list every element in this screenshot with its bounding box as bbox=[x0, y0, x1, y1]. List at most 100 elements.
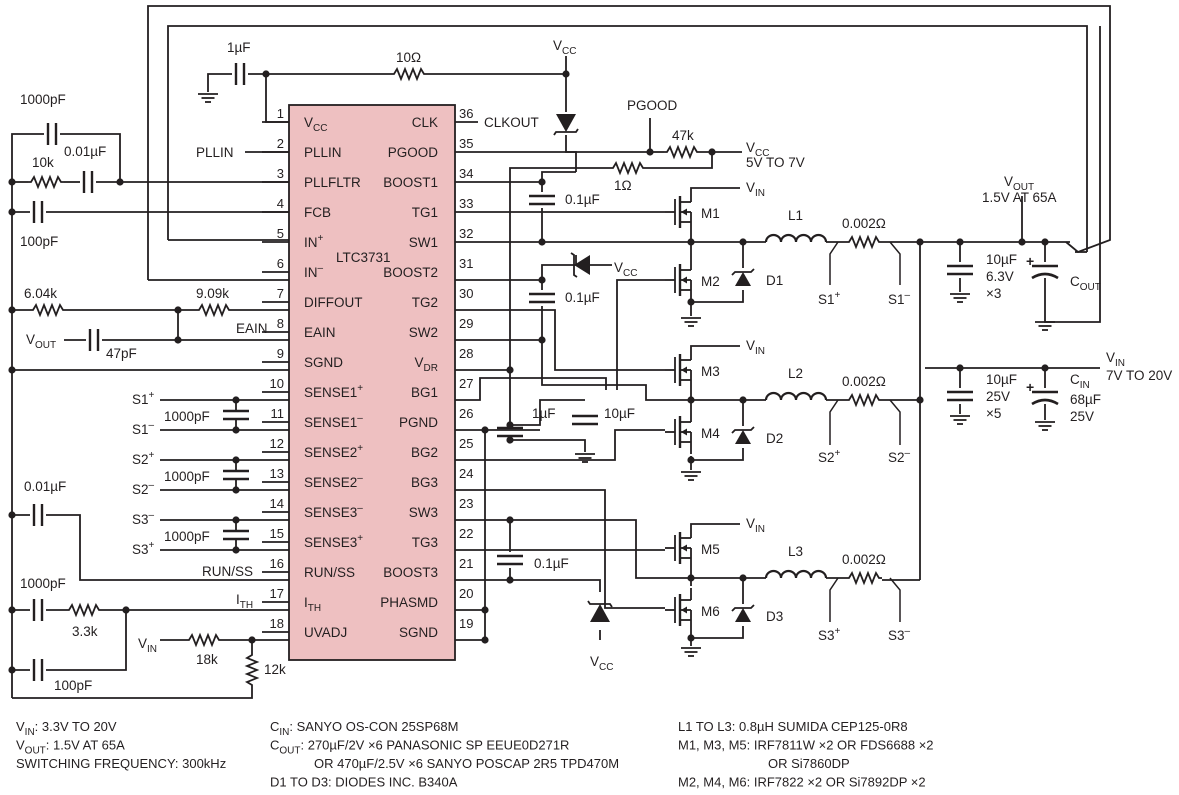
pin-number-30: 30 bbox=[459, 286, 473, 301]
label-vin-spec: 7V TO 20V bbox=[1106, 368, 1172, 383]
vcc-diode-2 bbox=[570, 252, 590, 278]
pin-number-4: 4 bbox=[277, 196, 284, 211]
label-s1m: S1– bbox=[132, 420, 155, 437]
pin-name-20: PHASMD bbox=[380, 595, 438, 610]
pin-number-5: 5 bbox=[277, 226, 284, 241]
label-l1: L1 bbox=[788, 208, 803, 223]
pin-name-29: SW2 bbox=[409, 325, 438, 340]
pin-name-13: SENSE2– bbox=[304, 473, 363, 490]
ic-right-pins: 36CLK35PGOOD34BOOST133TG132SW131BOOST230… bbox=[380, 106, 473, 640]
label-s2m: S2– bbox=[132, 480, 155, 497]
note-col1-line-0: VIN: 3.3V TO 20V bbox=[16, 719, 117, 738]
label-r-33k: 3.3k bbox=[72, 624, 98, 639]
label-s1p: S1+ bbox=[132, 390, 155, 407]
label-vcc-supply: VCC bbox=[746, 140, 769, 159]
label-r-18k: 18k bbox=[196, 652, 218, 667]
label-vin-m3: VIN bbox=[746, 338, 765, 357]
note-col2-line-1: COUT: 270µF/2V ×6 PANASONIC SP EEUE0D271… bbox=[270, 738, 569, 757]
label-r-12k: 12k bbox=[264, 662, 286, 677]
pin-name-9: SGND bbox=[304, 355, 343, 370]
pin-name-15: SENSE3+ bbox=[304, 533, 363, 550]
label-c-vcc-bypass: 1µF bbox=[227, 40, 251, 55]
pin-number-6: 6 bbox=[277, 256, 284, 271]
label-s2p-out: S2+ bbox=[818, 448, 841, 465]
label-clkout: CLKOUT bbox=[484, 115, 539, 130]
label-c-out-ceramic-0: 10µF bbox=[986, 252, 1017, 267]
label-c-in-ceramic-2: ×5 bbox=[986, 406, 1001, 421]
label-c-boost1: 0.1µF bbox=[565, 192, 600, 207]
pin-name-8: EAIN bbox=[304, 325, 336, 340]
pin-name-14: SENSE3– bbox=[304, 503, 363, 520]
label-d1: D1 bbox=[766, 273, 783, 288]
pin-name-32: SW1 bbox=[409, 235, 438, 250]
label-c-1uf-vdr: 1µF bbox=[532, 406, 556, 421]
label-c-001uf-top: 0.01µF bbox=[64, 144, 106, 159]
pin-number-16: 16 bbox=[270, 556, 284, 571]
label-r-sense1: 0.002Ω bbox=[842, 216, 886, 231]
label-c-out-ceramic-1: 6.3V bbox=[986, 269, 1014, 284]
ic-left-pins: 1VCC2PLLIN3PLLFLTR4FCB5IN+6IN–7DIFFOUT8E… bbox=[262, 106, 363, 640]
pin-number-31: 31 bbox=[459, 256, 473, 271]
label-r-604k: 6.04k bbox=[24, 286, 57, 301]
label-m1: M1 bbox=[701, 206, 720, 221]
label-c-in-ceramic-0: 10µF bbox=[986, 372, 1017, 387]
label-vin-m1: VIN bbox=[746, 180, 765, 199]
label-vin-out: VIN bbox=[1106, 350, 1125, 369]
pin-name-4: FCB bbox=[304, 205, 331, 220]
pin-number-11: 11 bbox=[271, 406, 285, 421]
label-c-in-ceramic-1: 25V bbox=[986, 389, 1010, 404]
label-s3p: S3+ bbox=[132, 540, 155, 557]
pin-number-21: 21 bbox=[459, 556, 473, 571]
pin-number-35: 35 bbox=[459, 136, 473, 151]
junctions bbox=[8, 70, 1049, 674]
pin-name-36: CLK bbox=[412, 115, 438, 130]
pin-number-32: 32 bbox=[459, 226, 473, 241]
svg-text:+: + bbox=[1026, 379, 1034, 395]
pin-name-6: IN– bbox=[304, 263, 324, 280]
pin-number-14: 14 bbox=[270, 496, 284, 511]
pin-number-23: 23 bbox=[459, 496, 473, 511]
label-vin-left: VIN bbox=[138, 636, 157, 655]
pin-name-24: BG3 bbox=[411, 475, 438, 490]
pin-name-28: VDR bbox=[415, 355, 438, 374]
note-col3-line-0: L1 TO L3: 0.8µH SUMIDA CEP125-0R8 bbox=[678, 719, 908, 734]
pin-number-20: 20 bbox=[459, 586, 473, 601]
pin-name-16: RUN/SS bbox=[304, 565, 355, 580]
label-m4: M4 bbox=[701, 426, 720, 441]
label-l3: L3 bbox=[788, 544, 803, 559]
label-s1p-out: S1+ bbox=[818, 290, 841, 307]
label-s1m-out: S1– bbox=[888, 290, 911, 307]
label-m2: M2 bbox=[701, 274, 720, 289]
label-cin: CIN bbox=[1070, 372, 1090, 391]
label-c-sense2: 1000pF bbox=[164, 469, 210, 484]
pin-number-29: 29 bbox=[459, 316, 473, 331]
pin-number-33: 33 bbox=[459, 196, 473, 211]
label-c-sense1: 1000pF bbox=[164, 409, 210, 424]
label-vcc-top: VCC bbox=[553, 38, 576, 57]
pin-number-25: 25 bbox=[459, 436, 473, 451]
pin-number-27: 27 bbox=[459, 376, 473, 391]
label-c-boost2: 0.1µF bbox=[565, 290, 600, 305]
pin-name-31: BOOST2 bbox=[383, 265, 438, 280]
label-vout-out: VOUT bbox=[1004, 174, 1034, 193]
label-cout: COUT bbox=[1070, 274, 1101, 293]
pin-name-12: SENSE2+ bbox=[304, 443, 363, 460]
label-r-vcc: 10Ω bbox=[396, 50, 421, 65]
label-m3: M3 bbox=[701, 364, 720, 379]
svg-text:+: + bbox=[1026, 253, 1034, 269]
label-r-909k: 9.09k bbox=[196, 286, 229, 301]
pin-name-5: IN+ bbox=[304, 233, 324, 250]
pin-number-8: 8 bbox=[277, 316, 284, 331]
wires bbox=[11, 5, 1111, 699]
pin-name-22: TG3 bbox=[412, 535, 438, 550]
label-r-sense2: 0.002Ω bbox=[842, 374, 886, 389]
vcc-diode-1 bbox=[553, 114, 579, 136]
label-s3p-out: S3+ bbox=[818, 626, 841, 643]
label-c-out-ceramic-2: ×3 bbox=[986, 286, 1001, 301]
pin-name-7: DIFFOUT bbox=[304, 295, 363, 310]
note-col2-line-3: D1 TO D3: DIODES INC. B340A bbox=[270, 775, 458, 790]
label-d3: D3 bbox=[766, 609, 783, 624]
pin-name-23: SW3 bbox=[409, 505, 438, 520]
